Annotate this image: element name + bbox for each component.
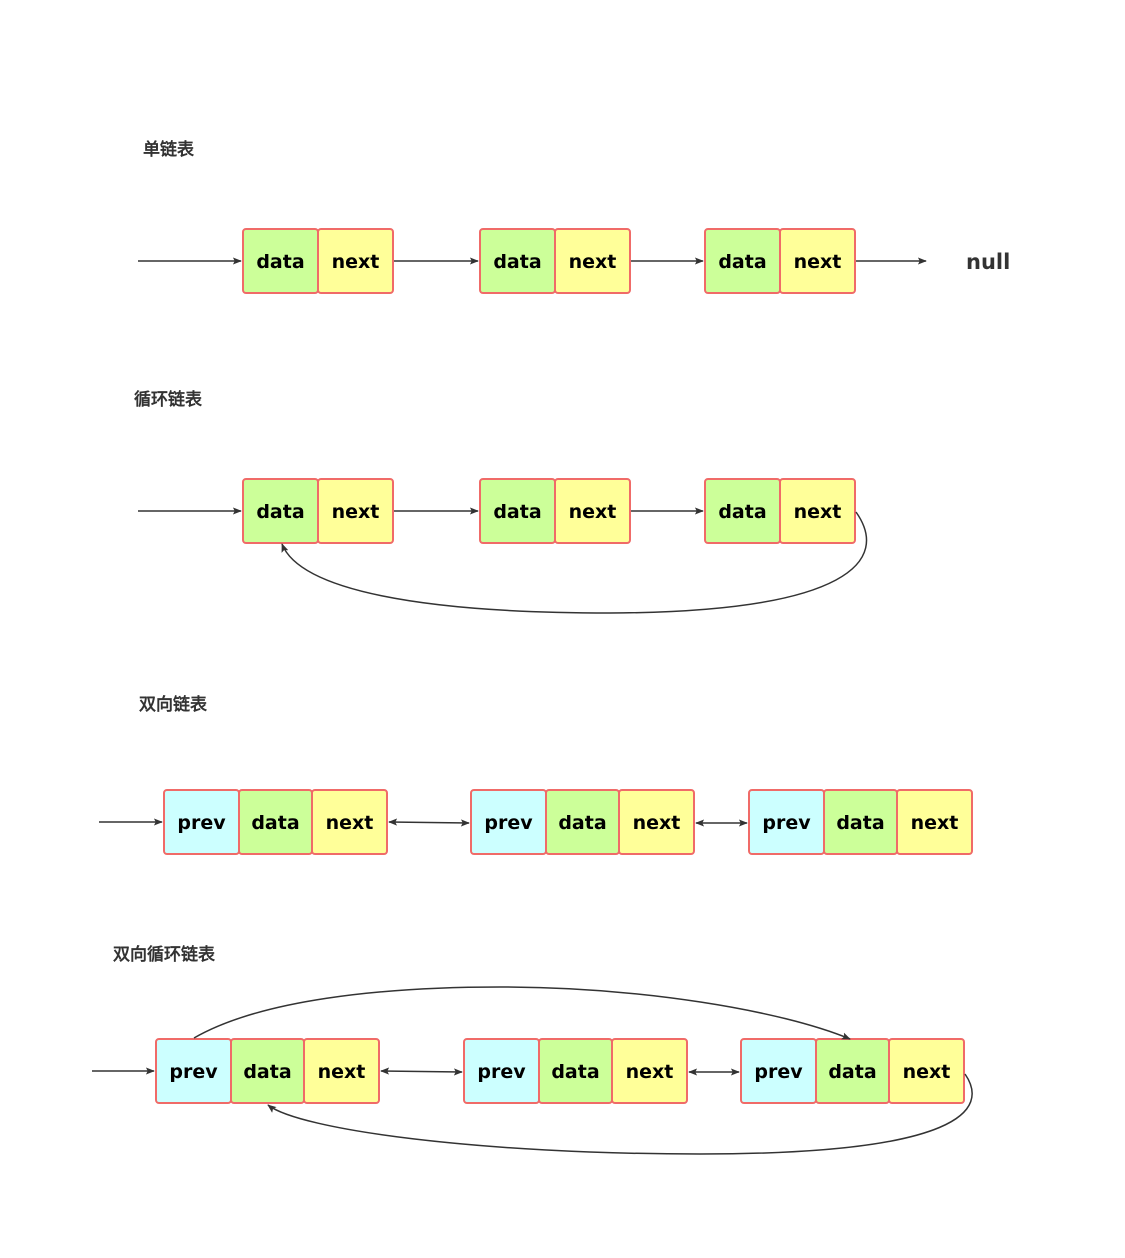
next-cell (618, 789, 695, 855)
next-label: next (633, 812, 681, 834)
data-label: data (493, 251, 541, 273)
doubly-circular-linked-list: prev data next prev data next prev data next (155, 1038, 965, 1104)
prev-label: prev (484, 812, 533, 834)
title-circular-linked-list: 循环链表 (134, 389, 203, 410)
data-label: data (256, 251, 304, 273)
bidirectional-arrow (380, 1067, 463, 1076)
data-label: data (551, 1061, 599, 1083)
list-node: data next (242, 478, 394, 544)
next-label: next (911, 812, 959, 834)
next-cell (317, 478, 394, 544)
next-cell (554, 478, 631, 544)
list-node: prev data next (470, 789, 695, 855)
data-label: data (256, 501, 304, 523)
next-cell (311, 789, 388, 855)
next-cell (896, 789, 973, 855)
list-node: prev data next (463, 1038, 688, 1104)
data-label: data (836, 812, 884, 834)
data-label: data (828, 1061, 876, 1083)
doubly-linked-list: prev data next prev data next prev data next (163, 789, 973, 855)
list-node: data next (242, 228, 394, 294)
bidirectional-arrow (388, 818, 470, 827)
list-node: data next (704, 478, 856, 544)
title-doubly-linked-list: 双向链表 (139, 694, 208, 715)
list-node: data next (704, 228, 856, 294)
data-label: data (243, 1061, 291, 1083)
prev-label: prev (762, 812, 811, 834)
circular-linked-list: data next data next data next (242, 478, 856, 544)
next-label: next (626, 1061, 674, 1083)
title-doubly-circular-linked-list: 双向循环链表 (113, 944, 216, 965)
list-node: prev data next (155, 1038, 380, 1104)
next-label: next (569, 501, 617, 523)
tail-to-head-arrow (281, 511, 868, 614)
next-label: next (569, 251, 617, 273)
next-label: next (903, 1061, 951, 1083)
next-cell (303, 1038, 380, 1104)
next-label: next (326, 812, 374, 834)
next-label: next (332, 251, 380, 273)
data-label: data (718, 251, 766, 273)
prev-label: prev (477, 1061, 526, 1083)
next-label: next (794, 501, 842, 523)
prev-label: prev (177, 812, 226, 834)
prev-label: prev (169, 1061, 218, 1083)
list-node: prev data next (748, 789, 973, 855)
head-prev-to-tail-arrow (193, 986, 851, 1040)
singly-linked-list: data next data next data next (242, 228, 856, 294)
list-node: data next (479, 228, 631, 294)
next-cell (611, 1038, 688, 1104)
next-cell (554, 228, 631, 294)
next-label: next (318, 1061, 366, 1083)
next-cell (888, 1038, 965, 1104)
tail-next-to-head-arrow (267, 1073, 973, 1155)
list-node: prev data next (740, 1038, 965, 1104)
null-terminal: null (966, 250, 1010, 274)
data-label: data (493, 501, 541, 523)
next-label: next (794, 251, 842, 273)
next-cell (779, 228, 856, 294)
data-label: data (558, 812, 606, 834)
data-label: data (718, 501, 766, 523)
list-node: data next (479, 478, 631, 544)
next-cell (779, 478, 856, 544)
next-label: next (332, 501, 380, 523)
prev-label: prev (754, 1061, 803, 1083)
data-label: data (251, 812, 299, 834)
next-cell (317, 228, 394, 294)
list-node: prev data next (163, 789, 388, 855)
title-singly-linked-list: 单链表 (143, 139, 195, 160)
